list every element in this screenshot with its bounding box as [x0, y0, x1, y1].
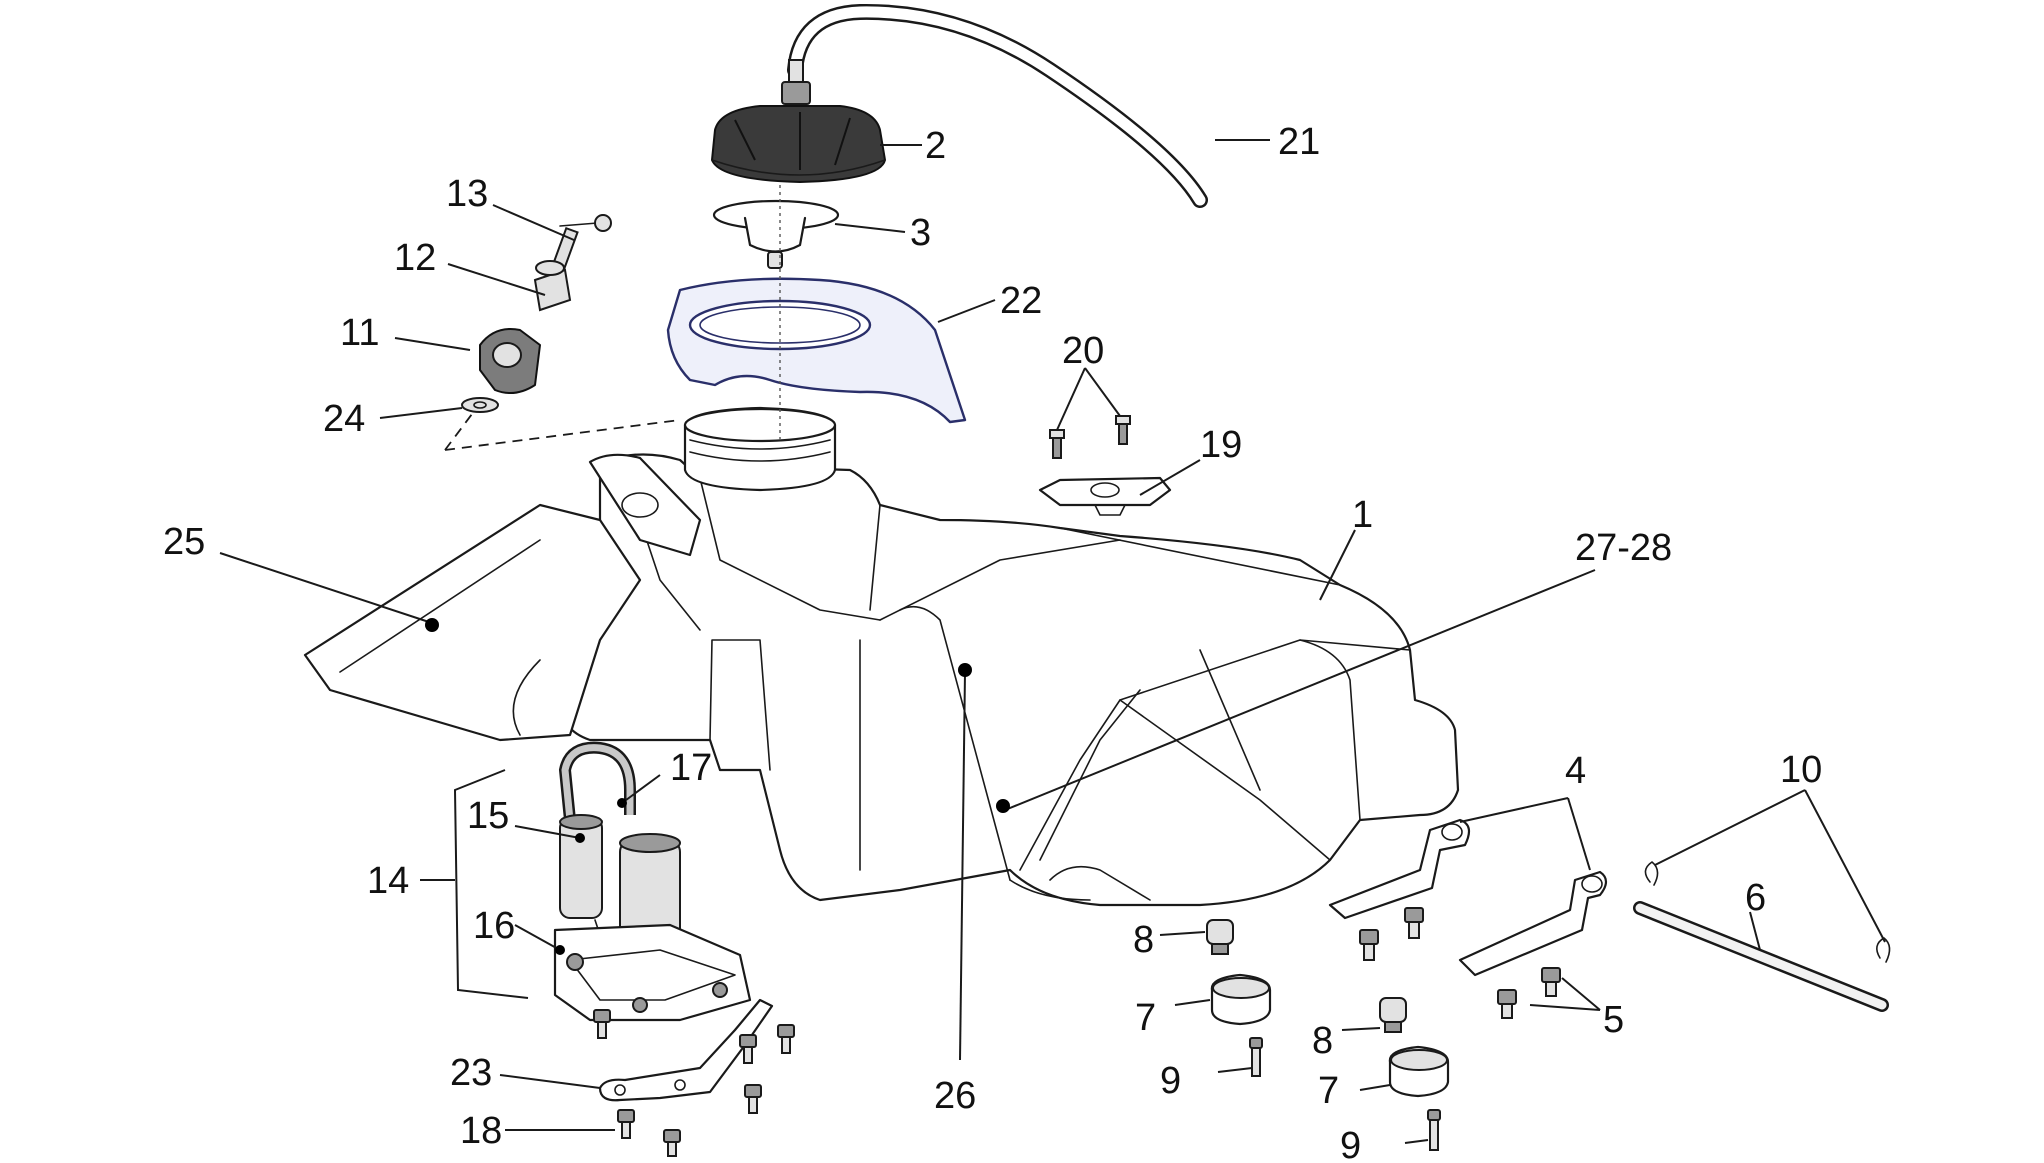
leader-lines	[219, 139, 1886, 1144]
callout-7b: 7	[1318, 1070, 1339, 1112]
dot-26	[958, 663, 972, 677]
tank-top-cover	[666, 277, 967, 424]
cap-gasket	[712, 199, 840, 269]
small-bracket	[1038, 415, 1172, 516]
callout-5: 5	[1603, 999, 1624, 1041]
dot-16	[555, 945, 565, 955]
callout-20: 20	[1062, 330, 1104, 372]
callout-23: 23	[450, 1052, 492, 1094]
callout-11: 11	[340, 312, 379, 354]
dot-27-28	[996, 799, 1010, 813]
callout-dots	[425, 618, 1010, 955]
callout-25: 25	[163, 521, 205, 563]
bolts-18	[593, 1009, 795, 1157]
rear-mount-brackets	[1328, 818, 1608, 1019]
callout-10: 10	[1780, 749, 1822, 791]
callout-4: 4	[1565, 750, 1586, 792]
fuel-cap	[711, 59, 886, 183]
callout-6: 6	[1745, 877, 1766, 919]
callout-14: 14	[367, 860, 409, 902]
callout-18: 18	[460, 1110, 502, 1152]
callout-27-28: 27-28	[1575, 527, 1672, 569]
callout-22: 22	[1000, 280, 1042, 322]
callout-2: 2	[925, 125, 946, 167]
rubber-mounts	[1206, 919, 1450, 1151]
callout-17: 17	[670, 747, 712, 789]
dot-17	[617, 798, 627, 808]
callout-13: 13	[446, 173, 488, 215]
front-mount-hardware	[444, 214, 681, 451]
callout-8b: 8	[1312, 1020, 1333, 1062]
callout-9a: 9	[1160, 1060, 1181, 1102]
callout-16: 16	[473, 905, 515, 947]
callout-3: 3	[910, 212, 931, 254]
callout-9b: 9	[1340, 1125, 1361, 1163]
callout-labels: 1 2 3 4 5 6 7 7 8 8 9 9 10 11 12 13 14 1…	[163, 121, 1822, 1163]
dot-25	[425, 618, 439, 632]
pump-bracket	[598, 998, 774, 1102]
fuel-pump-assembly	[553, 741, 752, 1022]
vent-hose	[787, 3, 1208, 208]
dot-15	[575, 833, 585, 843]
callout-19: 19	[1200, 424, 1242, 466]
callout-15: 15	[467, 795, 509, 837]
callout-24: 24	[323, 398, 365, 440]
callout-1: 1	[1352, 494, 1373, 536]
callout-26: 26	[934, 1075, 976, 1117]
callout-8a: 8	[1133, 919, 1154, 961]
callout-12: 12	[394, 237, 436, 279]
callout-21: 21	[1278, 121, 1320, 163]
callout-7a: 7	[1135, 997, 1156, 1039]
fuel-tank	[303, 406, 1460, 907]
